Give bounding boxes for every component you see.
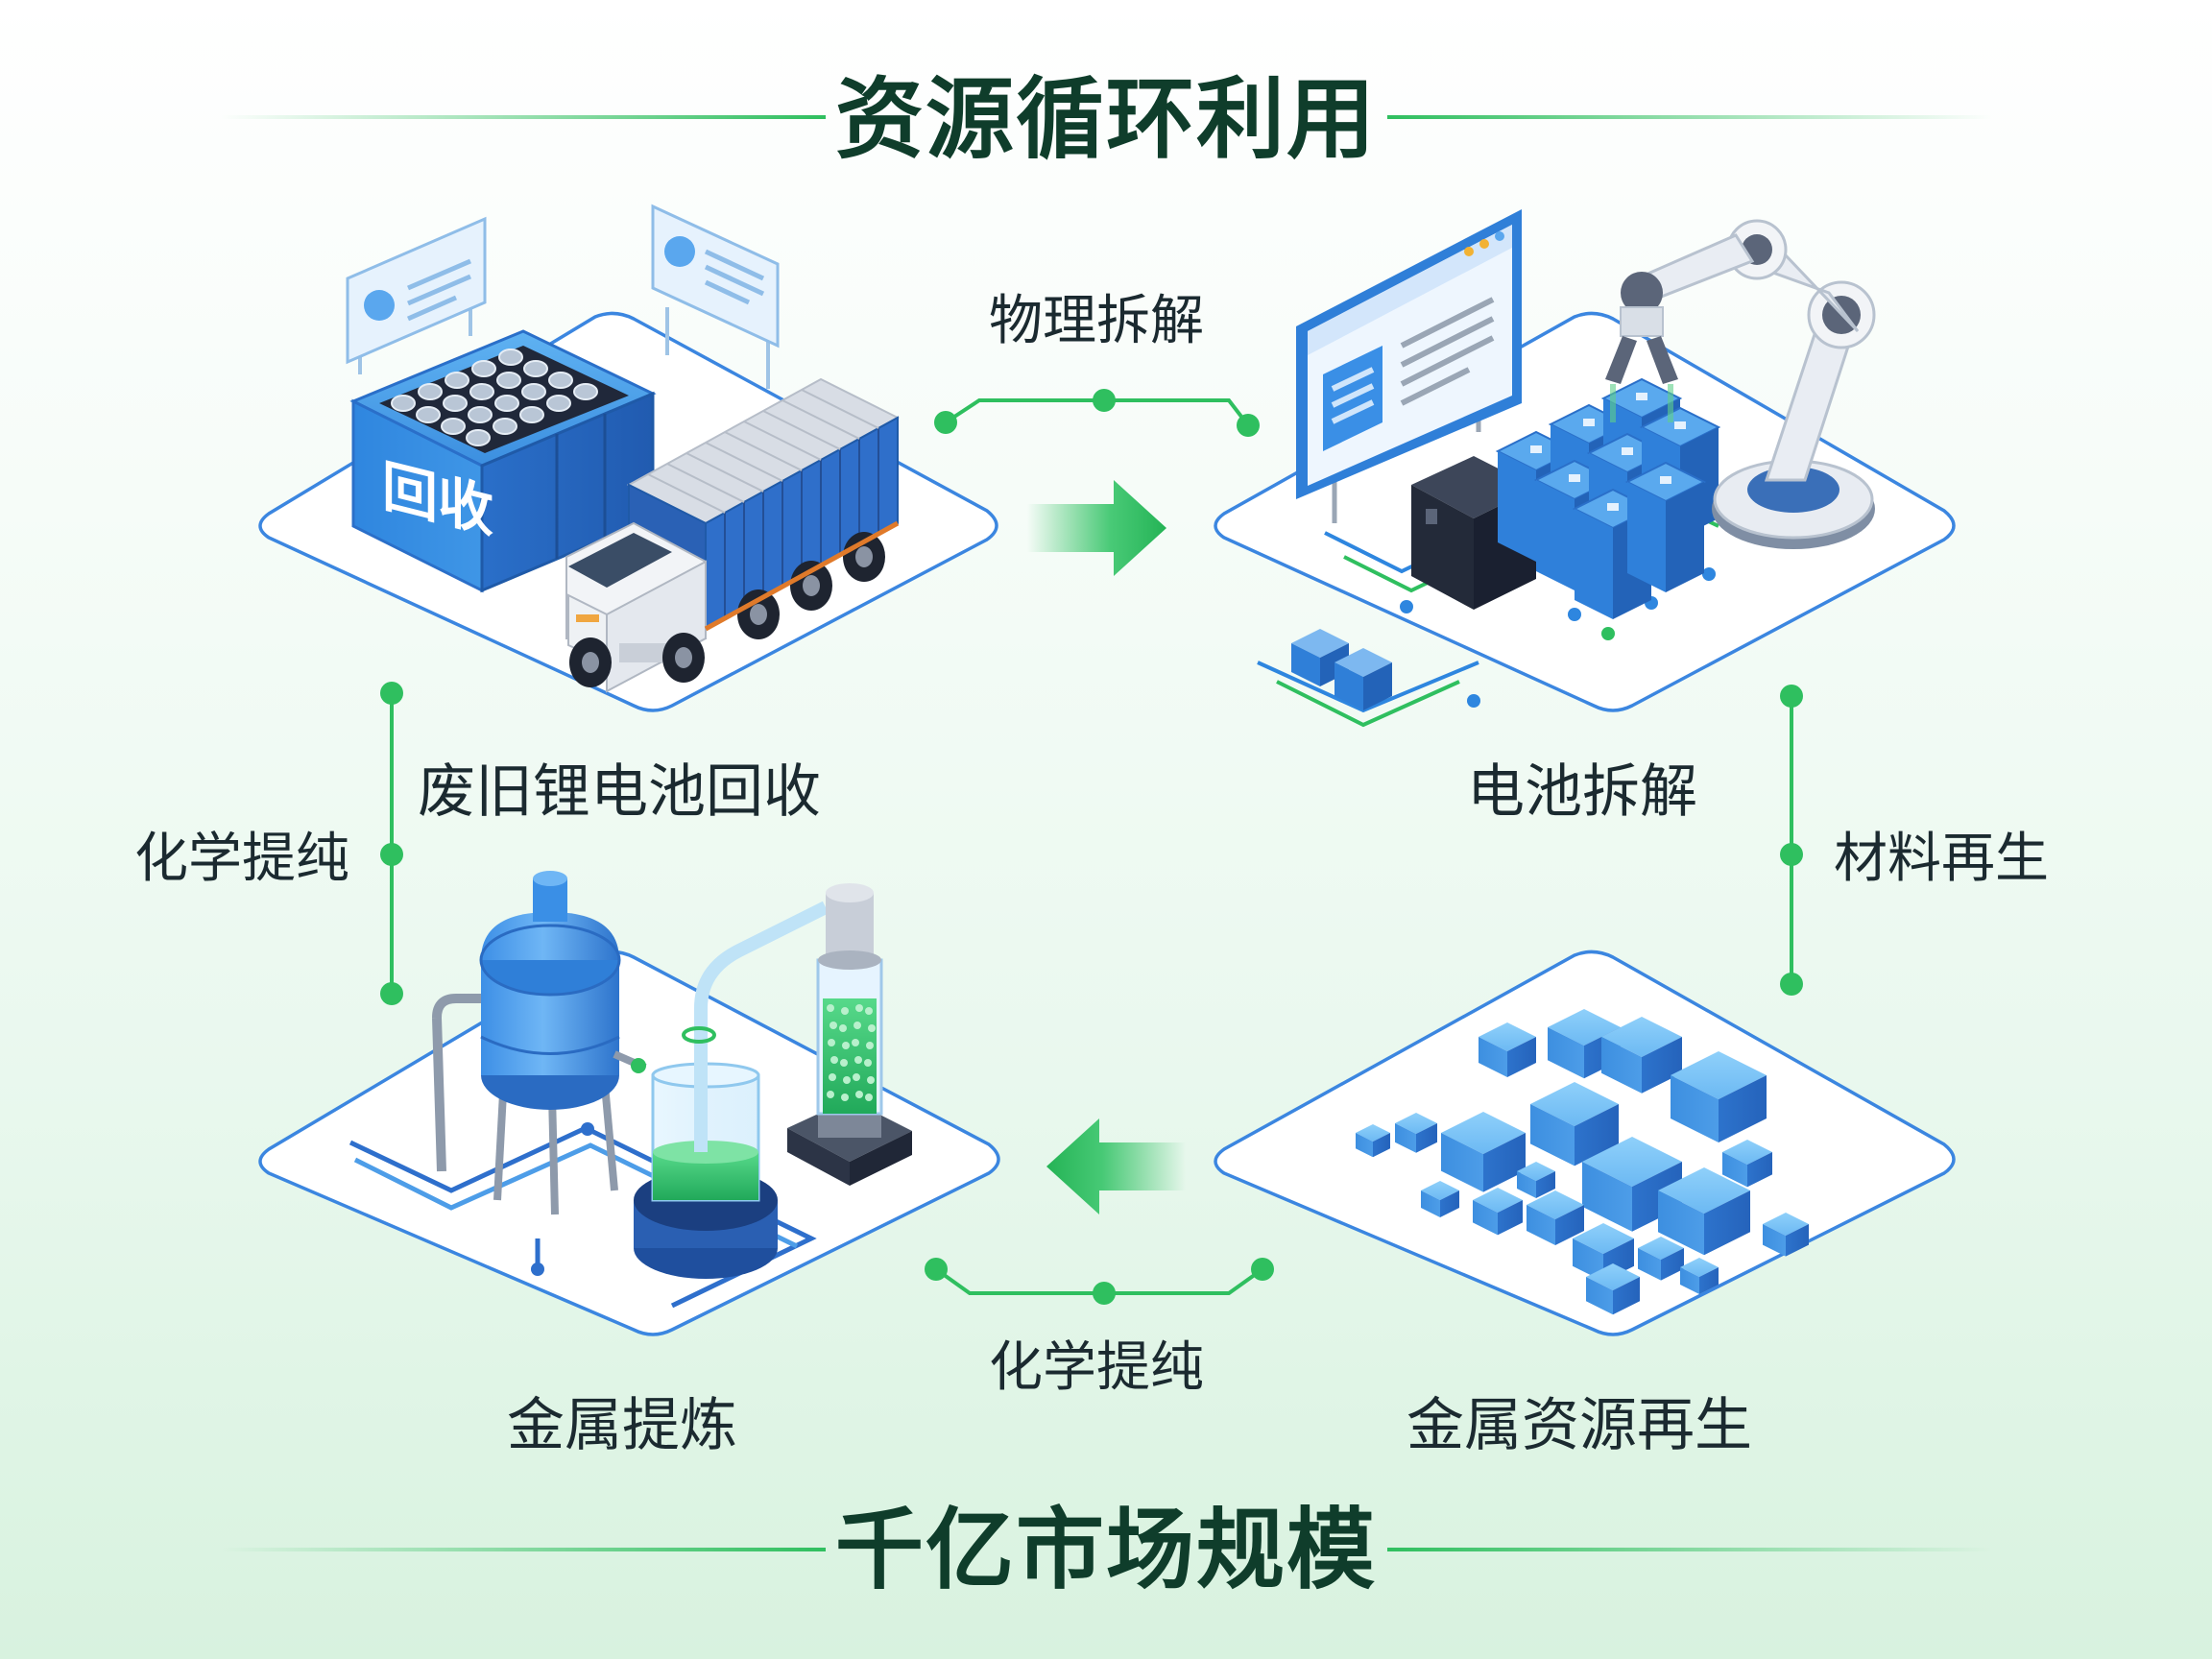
connector-label-bottom: 化学提纯 — [989, 1336, 1204, 1399]
truck — [565, 377, 901, 693]
battery-modules — [1291, 377, 1721, 710]
stage-label-recycle: 废旧锂电池回收 — [418, 758, 821, 826]
battery-cell — [519, 406, 544, 423]
battery-cell — [466, 429, 491, 446]
battery-cells — [391, 349, 598, 446]
stage-label-regen: 金属资源再生 — [1407, 1392, 1752, 1459]
title-bottom: 千亿市场规模 — [834, 1499, 1377, 1601]
stage-label-refine: 金属提炼 — [507, 1392, 737, 1459]
title-top: 资源循环利用 — [834, 68, 1377, 171]
battery-cell — [496, 372, 521, 389]
column-station — [787, 883, 912, 1186]
battery-cell — [494, 395, 519, 412]
connector-label-top: 物理拆解 — [989, 290, 1204, 352]
connector-top-dots — [934, 389, 1260, 437]
monitor — [1296, 209, 1522, 523]
connector-label-right: 材料再生 — [1834, 828, 2049, 890]
storage-tank — [432, 871, 647, 1215]
arrow-right — [1027, 480, 1166, 576]
battery-cell — [441, 418, 466, 435]
connector-right-dots — [1780, 685, 1803, 996]
battery-cell — [416, 406, 441, 423]
battery-cell — [548, 372, 573, 389]
battery-cell — [468, 406, 493, 423]
battery-cell — [391, 395, 416, 412]
arrow-left — [1046, 1118, 1186, 1214]
stage-label-dismantle: 电池拆解 — [1467, 758, 1697, 826]
connector-bottom-dots — [925, 1258, 1274, 1305]
beaker-station — [634, 901, 830, 1279]
robot-arm — [1605, 219, 1876, 549]
battery-cell — [521, 383, 546, 400]
title-bottom-lines — [221, 1548, 1992, 1551]
battery-cell — [498, 349, 523, 366]
battery-cell — [443, 395, 468, 412]
battery-cell — [471, 360, 496, 377]
metal-cubes — [1356, 1009, 1809, 1315]
battery-cell — [493, 418, 517, 435]
info-signs-recycle — [346, 204, 780, 389]
connector-left-dots — [380, 682, 403, 1005]
battery-cell — [523, 360, 548, 377]
battery-cell — [445, 372, 469, 389]
battery-cell — [573, 383, 598, 400]
title-top-lines — [221, 115, 1992, 119]
battery-cell — [469, 383, 494, 400]
connector-label-left: 化学提纯 — [134, 828, 349, 890]
battery-cell — [418, 383, 443, 400]
battery-cell — [546, 395, 571, 412]
